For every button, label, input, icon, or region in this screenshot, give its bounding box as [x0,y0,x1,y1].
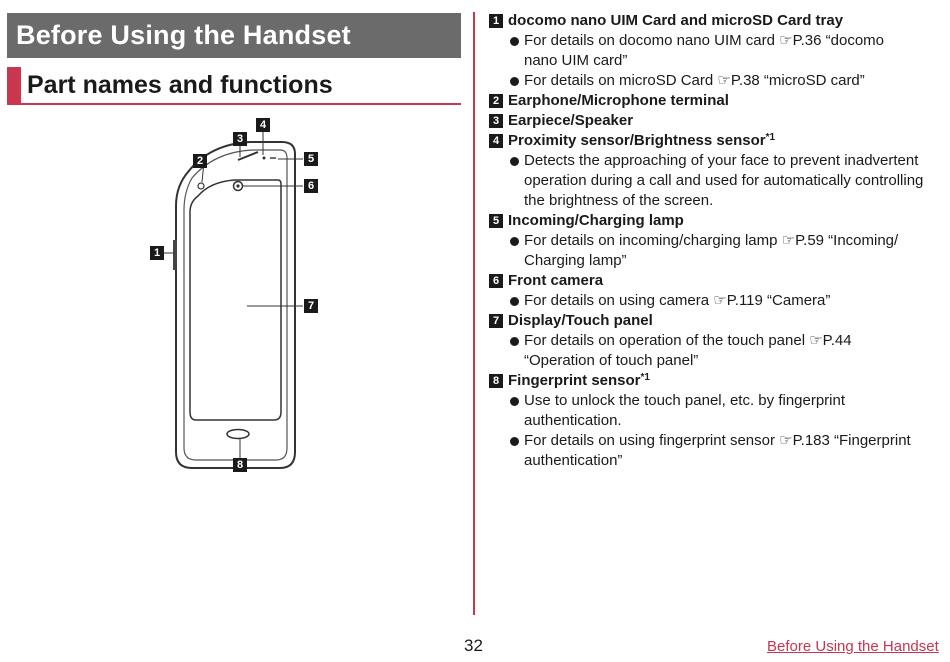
part-number-badge: 1 [489,14,503,28]
callout-1: 1 [150,246,164,260]
page-number: 32 [464,636,483,655]
part-item-6: 6 Front camera [489,271,944,291]
part-title: Earphone/Microphone terminal [508,92,729,109]
part-detail-bullet: For details on using fingerprint sensor … [489,431,944,471]
part-number-badge: 2 [489,94,503,108]
part-title: Front camera [508,272,604,289]
detail-line: Detects the approaching of your face to … [524,152,919,169]
part-detail-bullet: For details on incoming/charging lamp ☞P… [489,231,944,271]
part-detail-bullet: Detects the approaching of your face to … [489,151,944,211]
callout-7: 7 [304,299,318,313]
callout-5: 5 [304,152,318,166]
part-number-badge: 8 [489,374,503,388]
part-item-4: 4 Proximity sensor/Brightness sensor*1 [489,131,944,151]
part-detail-bullet: For details on microSD Card ☞P.38 “micro… [489,71,944,91]
detail-line: operation during a call and used for aut… [524,172,924,189]
part-detail-bullet: Use to unlock the touch panel, etc. by f… [489,391,944,431]
part-title: Proximity sensor/Brightness sensor [508,132,766,149]
detail-line: For details on using fingerprint sensor … [524,432,911,449]
part-title: Earpiece/Speaker [508,112,634,129]
detail-line: For details on using camera ☞P.119 “Came… [524,292,831,309]
detail-line: nano UIM card” [524,52,628,69]
callout-8: 8 [233,458,247,472]
bullet-icon [510,237,519,246]
part-item-1: 1 docomo nano UIM Card and microSD Card t… [489,11,944,31]
detail-line: Use to unlock the touch panel, etc. by f… [524,392,846,409]
handset-drawing [164,132,303,469]
part-item-7: 7 Display/Touch panel [489,311,944,331]
detail-line: For details on operation of the touch pa… [524,332,852,349]
bullet-icon [510,157,519,166]
detail-line: authentication” [524,452,623,469]
detail-line: For details on microSD Card ☞P.38 “micro… [524,72,865,89]
part-number-badge: 6 [489,274,503,288]
part-title: Fingerprint sensor [508,372,641,389]
callout-6: 6 [304,179,318,193]
detail-line: For details on incoming/charging lamp ☞P… [524,232,899,249]
chapter-link[interactable]: Before Using the Handset [767,638,939,655]
part-item-5: 5 Incoming/Charging lamp [489,211,944,231]
footnote-marker: *1 [765,132,776,143]
bullet-icon [510,337,519,346]
detail-line: For details on docomo nano UIM card ☞P.3… [524,32,885,49]
part-title: Display/Touch panel [508,312,653,329]
part-title: Incoming/Charging lamp [508,212,684,229]
bullet-icon [510,77,519,86]
callout-4: 4 [256,118,270,132]
chapter-header: Before Using the Handset [7,13,461,58]
part-item-8: 8 Fingerprint sensor*1 [489,371,944,391]
parts-list: 1 docomo nano UIM Card and microSD Card t… [489,11,944,471]
part-number-badge: 7 [489,314,503,328]
detail-line: the brightness of the screen. [524,192,714,209]
detail-line: “Operation of touch panel” [524,352,699,369]
part-number-badge: 3 [489,114,503,128]
bullet-icon [510,37,519,46]
detail-line: authentication. [524,412,622,429]
detail-line: Charging lamp” [524,252,627,269]
section-title: Part names and functions [7,67,461,105]
handset-illustration: 1 2 3 4 5 6 7 8 [130,112,460,477]
part-detail-bullet: For details on using camera ☞P.119 “Came… [489,291,944,311]
column-divider [473,12,475,615]
part-title: docomo nano UIM Card and microSD Card tr… [508,12,844,29]
part-number-badge: 5 [489,214,503,228]
part-item-2: 2 Earphone/Microphone terminal [489,91,944,111]
part-detail-bullet: For details on operation of the touch pa… [489,331,944,371]
footnote-marker: *1 [640,372,650,383]
bullet-icon [510,297,519,306]
bullet-icon [510,397,519,406]
callout-3: 3 [233,132,247,146]
bullet-icon [510,437,519,446]
part-item-3: 3 Earpiece/Speaker [489,111,944,131]
part-detail-bullet: For details on docomo nano UIM card ☞P.3… [489,31,944,71]
part-number-badge: 4 [489,134,503,148]
callout-2: 2 [193,154,207,168]
